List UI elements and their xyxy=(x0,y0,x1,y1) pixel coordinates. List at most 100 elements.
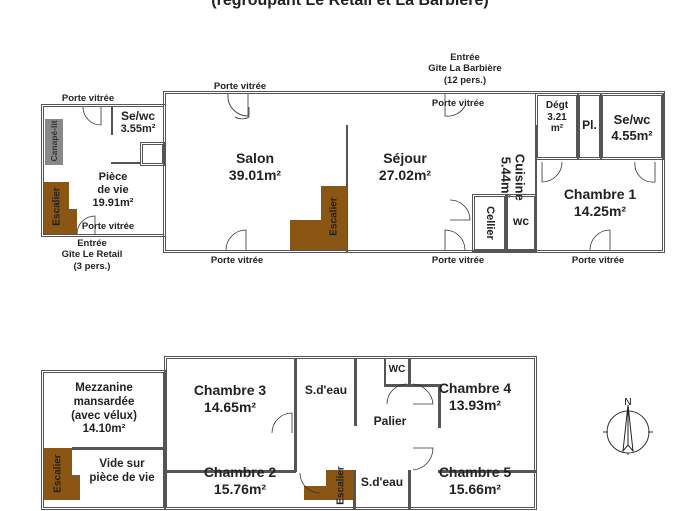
room-area: 3.21 xyxy=(547,111,567,123)
door-label: Porte vitrée xyxy=(431,98,485,109)
staircase xyxy=(68,209,77,234)
room-sdeau-1: S.d'eau xyxy=(304,383,348,397)
wall xyxy=(438,384,441,428)
room-se-wc-small: Se/wc 3.55m² xyxy=(112,109,164,137)
room-name: Chambre 2 xyxy=(203,464,277,480)
wall xyxy=(384,384,439,387)
compass-north-label: N xyxy=(624,397,631,408)
wall xyxy=(384,358,386,385)
compass-icon: N xyxy=(603,397,653,455)
door-icon xyxy=(412,383,434,405)
room-chambre-1: Chambre 1 14.25m² xyxy=(540,186,660,220)
entry-capacity: (3 pers.) xyxy=(73,260,111,272)
room-name: Chambre 3 xyxy=(193,382,267,398)
door-label: Porte vitrée xyxy=(61,93,115,104)
wall xyxy=(166,470,296,473)
room-palier: Palier xyxy=(373,414,407,428)
door-label: Porte vitrée xyxy=(213,81,267,92)
room-area: 4.55m² xyxy=(611,127,653,143)
room-name: Chambre 1 xyxy=(563,186,637,202)
door-icon xyxy=(82,106,102,126)
room-name: de vie xyxy=(97,184,129,197)
entry-capacity: (12 pers.) xyxy=(443,74,487,86)
staircase xyxy=(44,448,72,500)
staircase xyxy=(290,220,322,250)
door-icon xyxy=(299,472,321,494)
door-label: Porte vitrée xyxy=(81,221,135,232)
room-area: 15.76m² xyxy=(213,480,267,497)
room-area: 27.02m² xyxy=(378,166,432,183)
room-chambre-2: Chambre 2 15.76m² xyxy=(180,464,300,498)
room-name: Se/wc xyxy=(613,112,651,127)
room-name: pièce de vie xyxy=(89,471,155,484)
room-name: Se/wc xyxy=(120,109,156,123)
wall xyxy=(346,125,348,252)
door-icon xyxy=(541,161,563,183)
room-sejour: Séjour 27.02m² xyxy=(355,150,455,184)
wall xyxy=(353,470,356,510)
room-wc-upper: WC xyxy=(388,364,406,375)
entry-gite-le-retail: Entrée Gîte Le Retail (3 pers.) xyxy=(32,238,152,272)
door-label: Porte vitrée xyxy=(210,255,264,266)
room-note: (avec vélux) xyxy=(71,409,137,422)
room-name: Chambre 4 xyxy=(438,380,512,396)
room-name: Mezzanine xyxy=(75,382,133,394)
room-chambre-3: Chambre 3 14.65m² xyxy=(170,382,290,416)
door-icon xyxy=(444,94,466,117)
entry-label: Entrée xyxy=(77,238,107,249)
wall xyxy=(111,162,141,164)
wall xyxy=(408,358,411,386)
wall xyxy=(535,125,537,252)
door-label: Porte vitrée xyxy=(431,255,485,266)
door-icon xyxy=(449,199,471,221)
room-area: 14.65m² xyxy=(203,398,257,415)
room-wc: wc xyxy=(512,214,529,228)
wall xyxy=(438,470,536,473)
room-chambre-5: Chambre 5 15.66m² xyxy=(415,464,535,498)
door-swings xyxy=(76,93,656,494)
staircase xyxy=(70,475,80,500)
canape-lit xyxy=(45,119,63,165)
room-chambre-4: Chambre 4 13.93m² xyxy=(415,380,535,414)
room-salon: Salon 39.01m² xyxy=(200,150,310,184)
room-name: Salon xyxy=(235,150,275,166)
room-area: 14.25m² xyxy=(573,202,627,219)
room-degt: Dégt 3.21 m² xyxy=(537,100,577,135)
plan-title: (regroupant Le Retail et La Barbière) xyxy=(211,0,489,9)
door-icon xyxy=(589,229,611,251)
room-name: mansardée xyxy=(73,395,135,408)
room-name: Vide sur xyxy=(99,458,145,470)
door-icon xyxy=(444,229,466,251)
main-building-outline xyxy=(163,91,665,253)
wall xyxy=(111,107,113,135)
door-icon xyxy=(412,447,434,471)
door-icon xyxy=(634,161,656,183)
entry-name: Gîte Le Retail xyxy=(61,249,123,261)
staircase xyxy=(44,182,69,234)
wall xyxy=(294,358,297,472)
room-area-unit: m² xyxy=(550,123,564,134)
door-label: Porte vitrée xyxy=(571,255,625,266)
se-wc-large-room xyxy=(600,93,664,160)
room-piece-de-vie: Pièce de vie 19.91m² xyxy=(78,171,148,211)
door-icon xyxy=(227,93,249,117)
staircase xyxy=(326,470,353,500)
wall xyxy=(408,470,411,510)
room-name: Dégt xyxy=(545,100,569,111)
room-area: 19.91m² xyxy=(92,197,134,210)
wall xyxy=(72,447,165,450)
room-area: 3.55m² xyxy=(120,123,156,136)
room-name: Pièce xyxy=(98,171,128,183)
room-name: Chambre 5 xyxy=(438,464,512,480)
room-name: Séjour xyxy=(383,150,427,166)
room-se-wc-large: Se/wc 4.55m² xyxy=(602,112,662,143)
door-icon xyxy=(225,229,247,251)
staircase xyxy=(321,186,347,250)
room-sdeau-2: S.d'eau xyxy=(360,475,404,489)
room-area: 39.01m² xyxy=(228,166,282,183)
wall xyxy=(354,358,357,426)
door-icon xyxy=(234,107,250,120)
door-icon xyxy=(271,412,293,434)
door-icon xyxy=(76,215,96,235)
door-icon xyxy=(386,383,408,405)
